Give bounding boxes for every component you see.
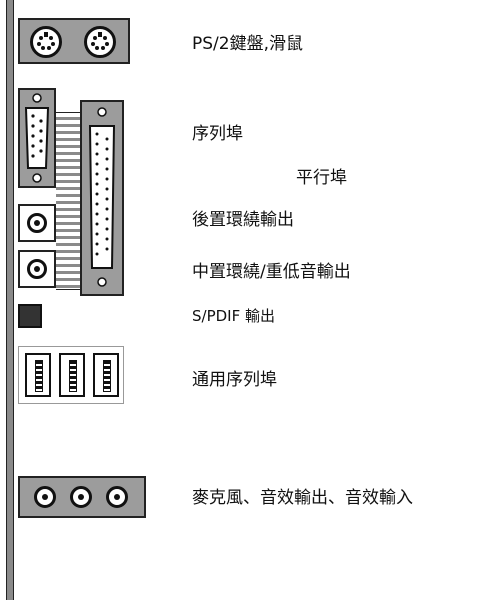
usb-port-icon: [59, 353, 85, 397]
rear-surround-jack-block: [18, 204, 56, 242]
io-bracket: [6, 0, 14, 600]
label-ps2: PS/2鍵盤,滑鼠: [192, 34, 303, 54]
label-center-sub: 中置環繞/重低音輸出: [192, 262, 351, 282]
label-serial: 序列埠: [192, 124, 243, 144]
label-spdif: S/PDIF 輸出: [192, 307, 275, 325]
label-usb: 通用序列埠: [192, 370, 277, 390]
audio-jack-icon: [27, 213, 47, 233]
center-sub-jack-block: [18, 250, 56, 288]
audio-jack-icon: [27, 259, 47, 279]
serial-port-db9-icon: [18, 88, 56, 188]
ps2-connector-block: [18, 18, 130, 64]
line-in-jack-icon: [106, 486, 128, 508]
usb-port-icon: [25, 353, 51, 397]
label-rear-surround: 後置環繞輸出: [192, 210, 294, 230]
usb-port-icon: [93, 353, 119, 397]
ps2-mouse-port-icon: [84, 26, 116, 58]
ps2-keyboard-port-icon: [30, 26, 62, 58]
label-audio: 麥克風、音效輸出、音效輸入: [192, 488, 413, 508]
audio-io-block: [18, 476, 146, 518]
connector-fins: [56, 112, 80, 290]
usb-connector-block: [18, 346, 124, 404]
spdif-optical-port-icon: [18, 304, 42, 328]
mic-jack-icon: [34, 486, 56, 508]
label-parallel: 平行埠: [296, 168, 347, 188]
line-out-jack-icon: [70, 486, 92, 508]
parallel-port-db25-icon: [80, 100, 124, 296]
